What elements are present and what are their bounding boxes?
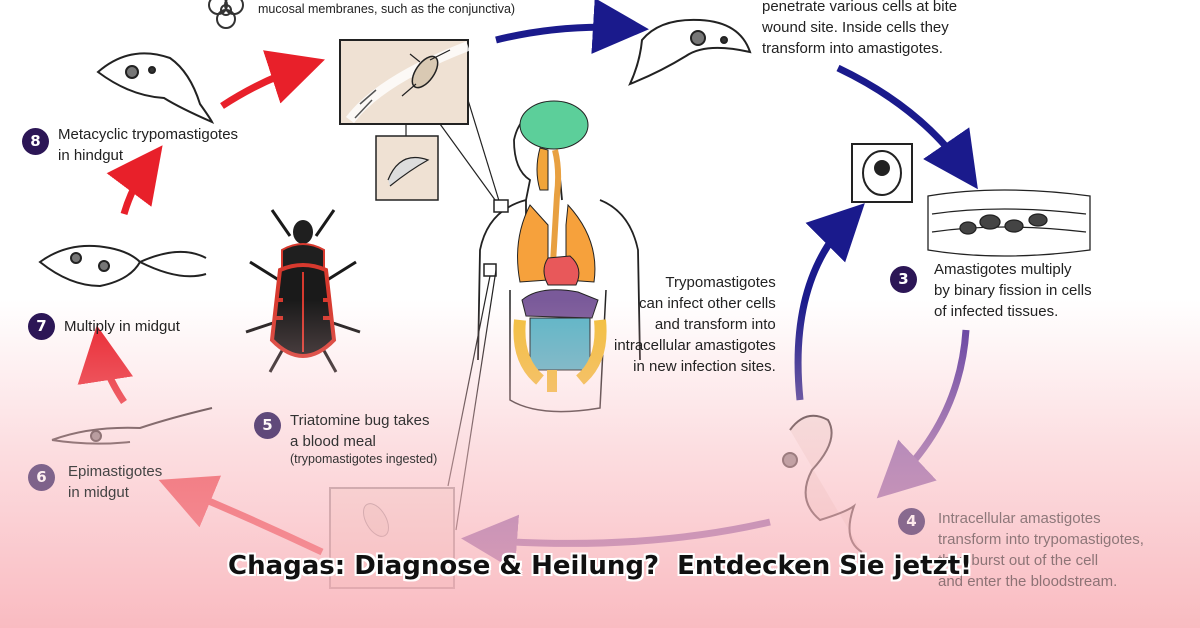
center-line: in new infection sites. bbox=[633, 358, 776, 375]
epimastigote-icon bbox=[38, 244, 213, 445]
step-8-line: in hindgut bbox=[58, 147, 124, 164]
step-6-text: Epimastigotes in midgut bbox=[68, 461, 162, 503]
infected-cell-icon bbox=[851, 143, 913, 203]
step-5-badge: 5 bbox=[254, 412, 281, 439]
step-2-line: penetrate various cells at bite bbox=[762, 0, 958, 15]
step-2-line: wound site. Inside cells they bbox=[762, 19, 949, 36]
step-4-text: Intracellular amastigotes transform into… bbox=[938, 508, 1144, 592]
step-8-badge: 8 bbox=[22, 128, 49, 155]
arrow-7-to-8 bbox=[106, 145, 163, 215]
step-6-line: in midgut bbox=[68, 484, 129, 501]
arrow-3-to-4 bbox=[876, 329, 970, 499]
step-3-line: of infected tissues. bbox=[934, 303, 1059, 320]
step-5-text: Triatomine bug takes a blood meal (trypo… bbox=[290, 410, 437, 467]
step-3-line: Amastigotes multiply bbox=[934, 261, 1072, 278]
step-6-badge: 6 bbox=[28, 464, 55, 491]
human-body-icon bbox=[447, 100, 641, 531]
page-title: Chagas: Diagnose & Heilung? Entdecken Si… bbox=[227, 551, 973, 581]
arrow-reinfect bbox=[794, 203, 865, 401]
center-line: Trypomastigotes bbox=[665, 274, 776, 291]
triatomine-bug-icon bbox=[245, 209, 361, 373]
step-2-text: penetrate various cells at bite wound si… bbox=[762, 0, 957, 59]
arrow-5-to-6 bbox=[158, 475, 324, 556]
arrow-2-to-3 bbox=[836, 64, 978, 190]
step-4-badge: 4 bbox=[898, 508, 925, 535]
step-4-line: then burst out of the cell bbox=[938, 552, 1099, 569]
step-7-badge: 7 bbox=[28, 313, 55, 340]
arrow-4-to-5 bbox=[461, 514, 771, 571]
bite-site-inset bbox=[339, 39, 501, 205]
arrow-1-to-2 bbox=[495, 0, 649, 54]
step-5-line: Triatomine bug takes bbox=[290, 412, 430, 429]
center-text: Trypomastigotes can infect other cells a… bbox=[614, 272, 776, 377]
center-line: and transform into bbox=[654, 316, 776, 333]
step-3-text: Amastigotes multiply by binary fission i… bbox=[934, 259, 1092, 322]
step-3-badge: 3 bbox=[890, 266, 917, 293]
step-7-text: Multiply in midgut bbox=[64, 316, 180, 337]
arrow-8-to-1 bbox=[220, 50, 325, 109]
step-2-line: transform into amastigotes. bbox=[762, 40, 943, 57]
tissue-icon bbox=[927, 189, 1091, 257]
arrow-6-to-7 bbox=[77, 325, 134, 404]
center-line: can infect other cells bbox=[639, 295, 776, 312]
top-note: mucosal membranes, such as the conjuncti… bbox=[258, 2, 516, 16]
step-4-line: Intracellular amastigotes bbox=[938, 510, 1101, 527]
biohazard-icon bbox=[208, 0, 244, 29]
step-7-line: Multiply in midgut bbox=[64, 318, 180, 335]
step-5-sub: (trypomastigotes ingested) bbox=[290, 452, 438, 466]
step-4-line: and enter the bloodstream. bbox=[938, 573, 1118, 590]
center-line: intracellular amastigotes bbox=[614, 337, 776, 354]
step-6-line: Epimastigotes bbox=[68, 463, 163, 480]
step-5-line: a blood meal bbox=[290, 433, 376, 450]
step-8-line: Metacyclic trypomastigotes bbox=[58, 126, 239, 143]
step-8-text: Metacyclic trypomastigotes in hindgut bbox=[58, 124, 238, 166]
step-4-line: transform into trypomastigotes, bbox=[938, 531, 1144, 548]
step-3-line: by binary fission in cells bbox=[934, 282, 1092, 299]
